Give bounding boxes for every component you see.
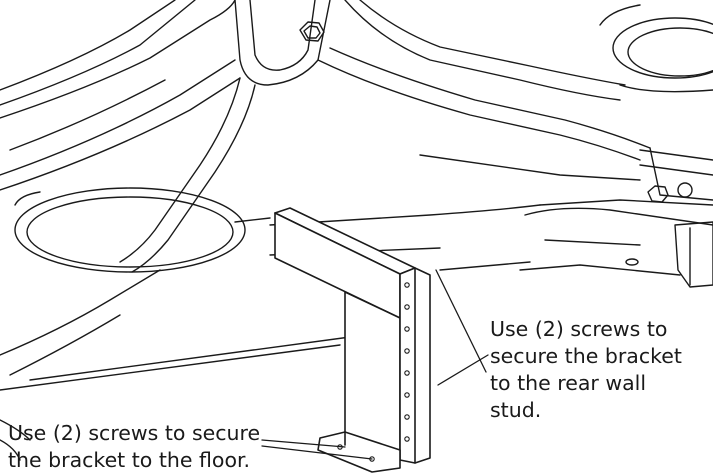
frame-arm-right	[419, 147, 713, 288]
hex-nut-right	[647, 185, 669, 203]
bracket-screw-holes	[337, 282, 410, 462]
mounting-bracket	[274, 207, 431, 473]
frame-arm-upper-left	[0, 0, 241, 191]
callout-floor-screws: Use (2) screws to secure the bracket to …	[8, 421, 261, 472]
frame-lower-rails	[0, 204, 541, 461]
ring-opening-upper-right	[599, 4, 713, 93]
callout-wall-stud-screws: Use (2) screws to secure the bracket to …	[490, 317, 682, 422]
frame-hub	[119, 0, 651, 273]
hex-nut-top	[299, 21, 325, 42]
ring-opening-left	[14, 187, 271, 273]
leader-lines	[261, 269, 489, 460]
